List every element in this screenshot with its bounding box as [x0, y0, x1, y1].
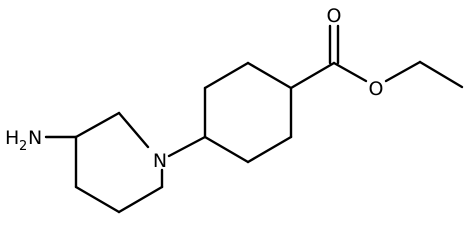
bond [203, 61, 250, 90]
bond [74, 111, 121, 139]
bond [117, 111, 150, 149]
amine-hydrogen: H [5, 127, 19, 149]
ring-nitrogen-label: N [153, 150, 167, 172]
bond [418, 60, 464, 89]
amine-subscript: 2 [19, 139, 27, 154]
bond [167, 135, 207, 158]
cyclohexane-ring [203, 61, 293, 164]
bond [117, 185, 164, 214]
bond [384, 60, 422, 83]
ester-group [289, 24, 464, 90]
bond [332, 61, 368, 83]
bond [74, 185, 121, 214]
bond [203, 135, 250, 164]
ester-oxygen-label: O [369, 78, 384, 100]
amine-label: H 2 N [5, 127, 42, 154]
carbonyl-oxygen-label: O [327, 5, 342, 27]
bond [246, 135, 293, 164]
bond [246, 61, 293, 90]
amine-nitrogen: N [28, 127, 42, 149]
bond [289, 61, 336, 90]
piperidine-ring [74, 111, 164, 214]
